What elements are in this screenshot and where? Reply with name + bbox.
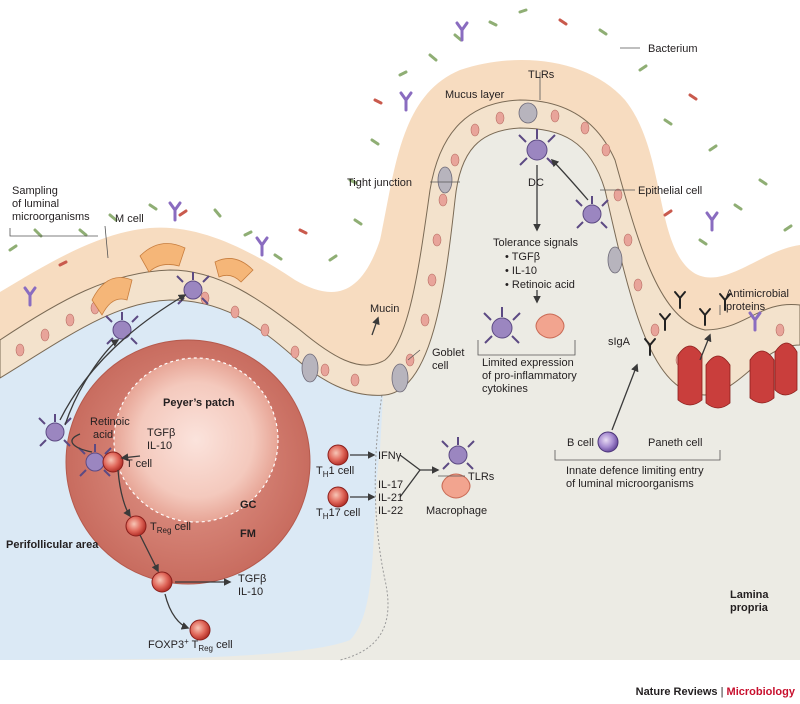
label-antimicrobial-1: Antimicrobial [726, 288, 789, 300]
foxp3-treg-cell [189, 619, 211, 641]
label-innate-2: of luminal microorganisms [566, 478, 694, 490]
label-tgfb-pp: TGFβ [147, 427, 175, 439]
label-macrophage: Macrophage [426, 505, 487, 517]
dendritic-cell-pp [78, 444, 112, 477]
label-limited-1: Limited expression [482, 357, 574, 369]
luminal-bacteria [8, 8, 793, 267]
label-limited-2: of pro-inflammatory [482, 370, 577, 382]
label-paneth-cell: Paneth cell [648, 437, 702, 449]
label-il22: IL-22 [378, 505, 403, 517]
leader-lines [9, 47, 721, 477]
siga-antibodies [644, 291, 731, 356]
label-mucus-layer: Mucus layer [445, 89, 505, 101]
dendritic-cell-m [105, 312, 139, 345]
label-ifng: IFNγ [378, 450, 402, 462]
label-tight-junction: Tight junction [347, 177, 412, 189]
label-tolerance-1: • TGFβ [505, 251, 540, 263]
paneth-cells [677, 342, 798, 409]
label-tgfb-bottom: TGFβ [238, 573, 266, 585]
dendritic-cell-right [575, 196, 609, 229]
mucus-layer [0, 60, 800, 366]
b-cell [597, 431, 619, 453]
m-cells [91, 243, 254, 316]
dendritic-cell-limited [483, 307, 521, 344]
label-il10-bottom: IL-10 [238, 586, 263, 598]
region-boundary [339, 359, 389, 661]
th17-cell [327, 486, 349, 508]
luminal-antibodies [23, 21, 762, 332]
label-t-cell: T cell [126, 458, 152, 470]
label-limited-3: cytokines [482, 383, 528, 395]
dendritic-cell-macrophage-group [441, 437, 475, 470]
label-antimicrobial-2: proteins [726, 301, 766, 313]
label-peyers-patch: Peyer’s patch [163, 397, 235, 409]
t-cell-pp [102, 451, 124, 473]
dendritic-cell-top [518, 129, 556, 166]
label-goblet-1: Goblet [432, 347, 464, 359]
label-goblet-2: cell [432, 360, 449, 372]
label-epithelial-cell: Epithelial cell [638, 185, 702, 197]
label-tolerance-title: Tolerance signals [493, 237, 578, 249]
label-fm: FM [240, 528, 256, 540]
footer-credit: Nature Reviews | Microbiology [636, 686, 796, 698]
label-th1-cell: TH1 cell [316, 465, 354, 479]
label-perifollicular: Perifollicular area [6, 539, 99, 551]
label-tlrs-top: TLRs [528, 69, 555, 81]
dendritic-cell-m2 [176, 272, 210, 305]
epithelial-nuclei [15, 109, 785, 387]
label-mucin: Mucin [370, 303, 399, 315]
peyers-patch-inner [113, 357, 279, 523]
macrophage-limited [535, 313, 565, 339]
label-dc: DC [528, 177, 544, 189]
label-retinoic-1: Retinoic [90, 416, 130, 428]
label-gc: GC [240, 499, 257, 511]
treg-cell [125, 515, 147, 537]
label-il17: IL-17 [378, 479, 403, 491]
label-lamina-2: propria [730, 602, 769, 614]
label-il21: IL-21 [378, 492, 403, 504]
label-sampling-3: microorganisms [12, 211, 90, 223]
goblet-cells [301, 102, 623, 393]
label-sampling-1: Sampling [12, 185, 58, 197]
label-il10-pp: IL-10 [147, 440, 172, 452]
th1-cell [327, 444, 349, 466]
label-th17-cell: TH17 cell [316, 507, 360, 521]
label-tlrs-mac: TLRs [468, 471, 495, 483]
dendritic-cell-perifollicular [38, 414, 72, 447]
macrophage-lower [441, 473, 471, 499]
label-tolerance-3: • Retinoic acid [505, 279, 575, 291]
treg-cell-secreting [151, 571, 173, 593]
epithelium [0, 99, 800, 396]
label-lamina-1: Lamina [730, 589, 769, 601]
label-b-cell: B cell [567, 437, 594, 449]
label-retinoic-2: acid [93, 429, 113, 441]
arrows [59, 158, 712, 630]
label-bacterium: Bacterium [648, 43, 698, 55]
label-siga: sIgA [608, 336, 631, 348]
label-innate-1: Innate defence limiting entry [566, 465, 704, 477]
label-sampling-2: of luminal [12, 198, 59, 210]
label-treg-cell: TReg cell [150, 521, 191, 535]
label-foxp3-treg: FOXP3+ TReg cell [148, 637, 233, 653]
label-m-cell: M cell [115, 213, 144, 225]
label-tolerance-2: • IL-10 [505, 265, 537, 277]
